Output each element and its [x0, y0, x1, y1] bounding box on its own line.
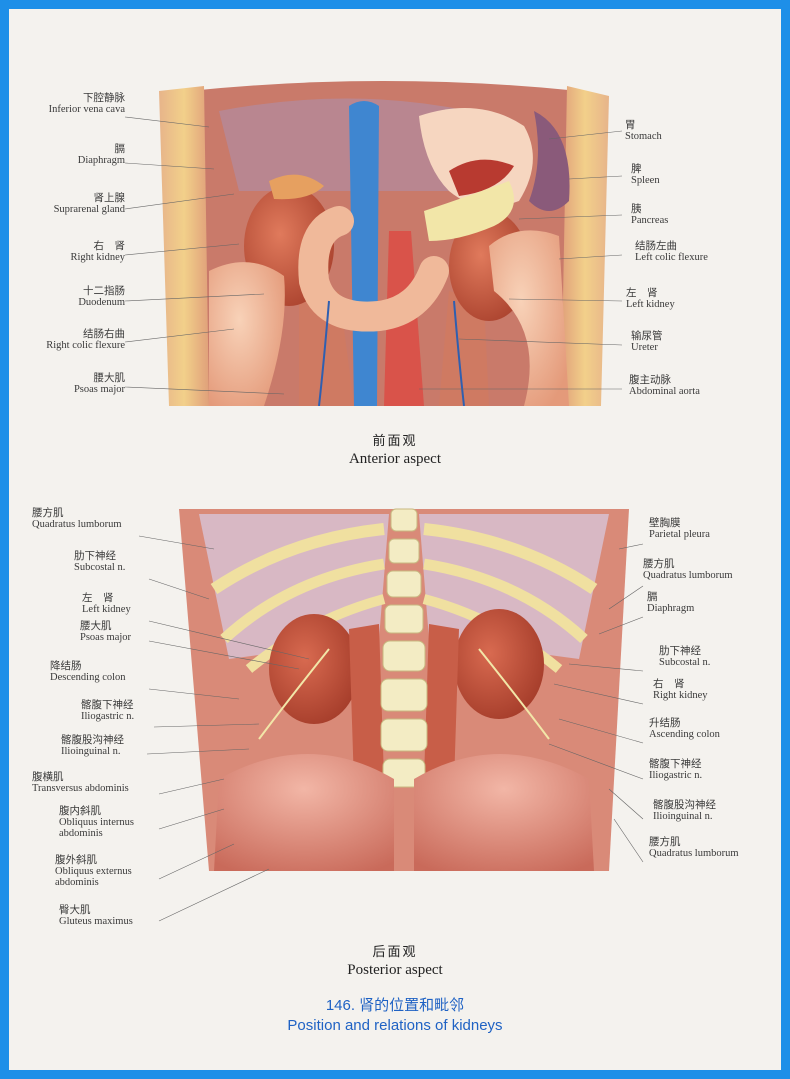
anterior-illustration: [159, 81, 609, 406]
posterior-illustration: [179, 508, 629, 871]
figure-title: 146. 肾的位置和毗邻 Position and relations of k…: [287, 997, 503, 1034]
posterior-leader-lines: [138, 535, 644, 922]
anterior-caption: 前面观 Anterior aspect: [348, 434, 442, 467]
posterior-caption: 后面观 Posterior aspect: [347, 945, 443, 978]
anterior-leader-lines: [124, 116, 623, 395]
posterior-right-kidney-shape: [454, 609, 544, 719]
